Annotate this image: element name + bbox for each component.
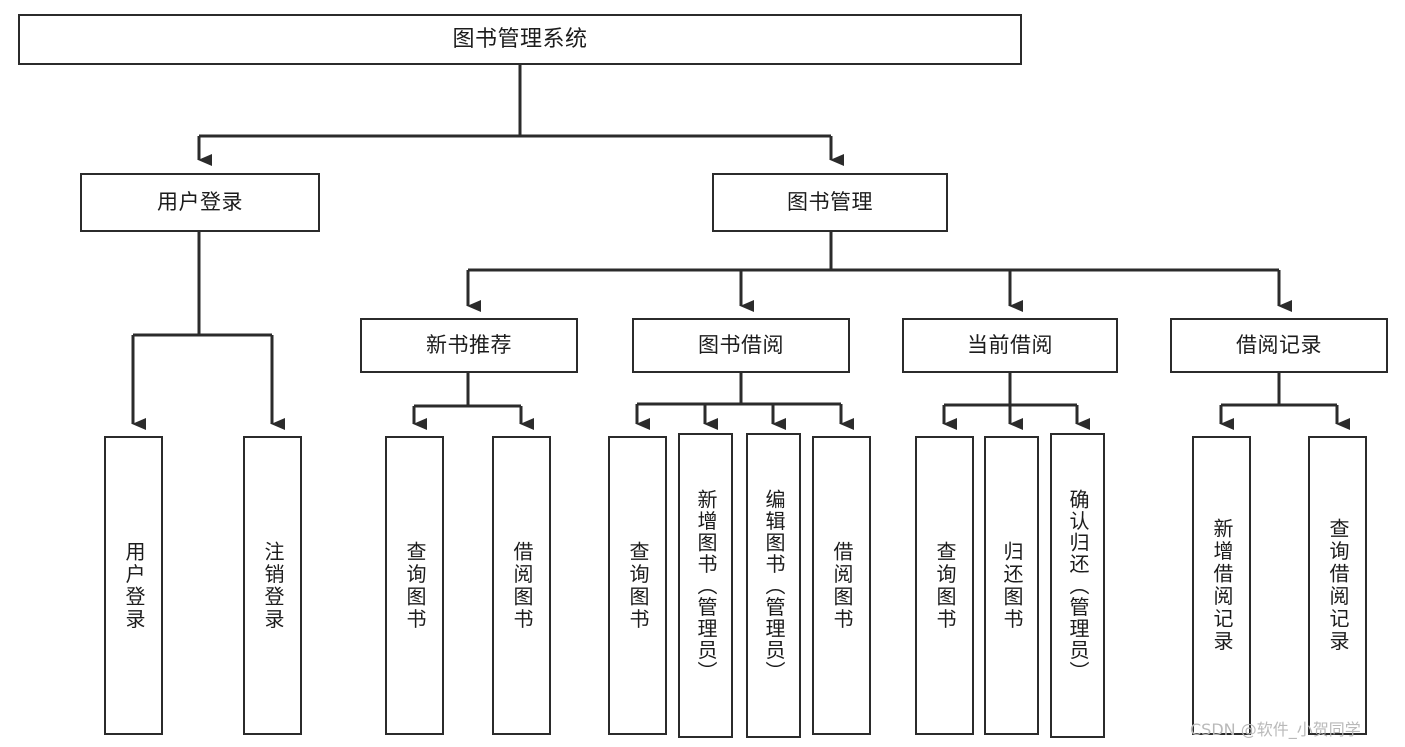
node-label: 图书借阅 bbox=[698, 333, 784, 358]
csdn-watermark: CSDN @软件_小贺同学 bbox=[1190, 720, 1361, 739]
leaf-record-query-borrow-record[interactable]: 查询借阅记录 bbox=[1308, 436, 1367, 735]
leaf-current-return-book[interactable]: 归还图书 bbox=[984, 436, 1039, 735]
leaf-newbook-query-book[interactable]: 查询图书 bbox=[385, 436, 444, 735]
node-current-borrowing[interactable]: 当前借阅 bbox=[902, 318, 1118, 373]
leaf-current-confirm-return-admin[interactable]: 确认归还（管理员） bbox=[1050, 433, 1105, 738]
node-label: 编辑图书（管理员） bbox=[762, 488, 786, 683]
node-new-book-recommendation[interactable]: 新书推荐 bbox=[360, 318, 578, 373]
leaf-record-add-borrow-record[interactable]: 新增借阅记录 bbox=[1192, 436, 1251, 735]
node-label: 图书管理系统 bbox=[452, 26, 588, 52]
node-label: 注销登录 bbox=[261, 540, 285, 631]
node-label: 借阅图书 bbox=[830, 540, 854, 631]
node-label: 查询图书 bbox=[626, 540, 650, 631]
leaf-user-login-signout[interactable]: 注销登录 bbox=[243, 436, 302, 735]
node-book-borrowing[interactable]: 图书借阅 bbox=[632, 318, 850, 373]
node-borrowing-record[interactable]: 借阅记录 bbox=[1170, 318, 1388, 373]
leaf-borrow-add-book-admin[interactable]: 新增图书（管理员） bbox=[678, 433, 733, 738]
leaf-user-login-signin[interactable]: 用户登录 bbox=[104, 436, 163, 735]
node-label: 归还图书 bbox=[1000, 540, 1024, 631]
node-label: 新增借阅记录 bbox=[1210, 518, 1234, 653]
leaf-newbook-borrow-book[interactable]: 借阅图书 bbox=[492, 436, 551, 735]
node-label: 当前借阅 bbox=[967, 333, 1053, 358]
node-label: 新书推荐 bbox=[426, 333, 512, 358]
node-label: 借阅记录 bbox=[1236, 333, 1322, 358]
node-book-management[interactable]: 图书管理 bbox=[712, 173, 948, 232]
node-label: 借阅图书 bbox=[510, 540, 534, 631]
node-label: 新增图书（管理员） bbox=[694, 488, 718, 683]
node-label: 查询图书 bbox=[403, 540, 427, 631]
leaf-borrow-edit-book-admin[interactable]: 编辑图书（管理员） bbox=[746, 433, 801, 738]
leaf-borrow-query-book[interactable]: 查询图书 bbox=[608, 436, 667, 735]
node-label: 用户登录 bbox=[122, 540, 146, 631]
node-root-book-management-system[interactable]: 图书管理系统 bbox=[18, 14, 1022, 65]
node-label: 确认归还（管理员） bbox=[1066, 488, 1090, 683]
node-label: 用户登录 bbox=[157, 190, 243, 215]
node-label: 图书管理 bbox=[787, 190, 873, 215]
node-label: 查询借阅记录 bbox=[1326, 518, 1350, 653]
node-user-login[interactable]: 用户登录 bbox=[80, 173, 320, 232]
leaf-borrow-borrow-book[interactable]: 借阅图书 bbox=[812, 436, 871, 735]
leaf-current-query-book[interactable]: 查询图书 bbox=[915, 436, 974, 735]
node-label: 查询图书 bbox=[933, 540, 957, 631]
